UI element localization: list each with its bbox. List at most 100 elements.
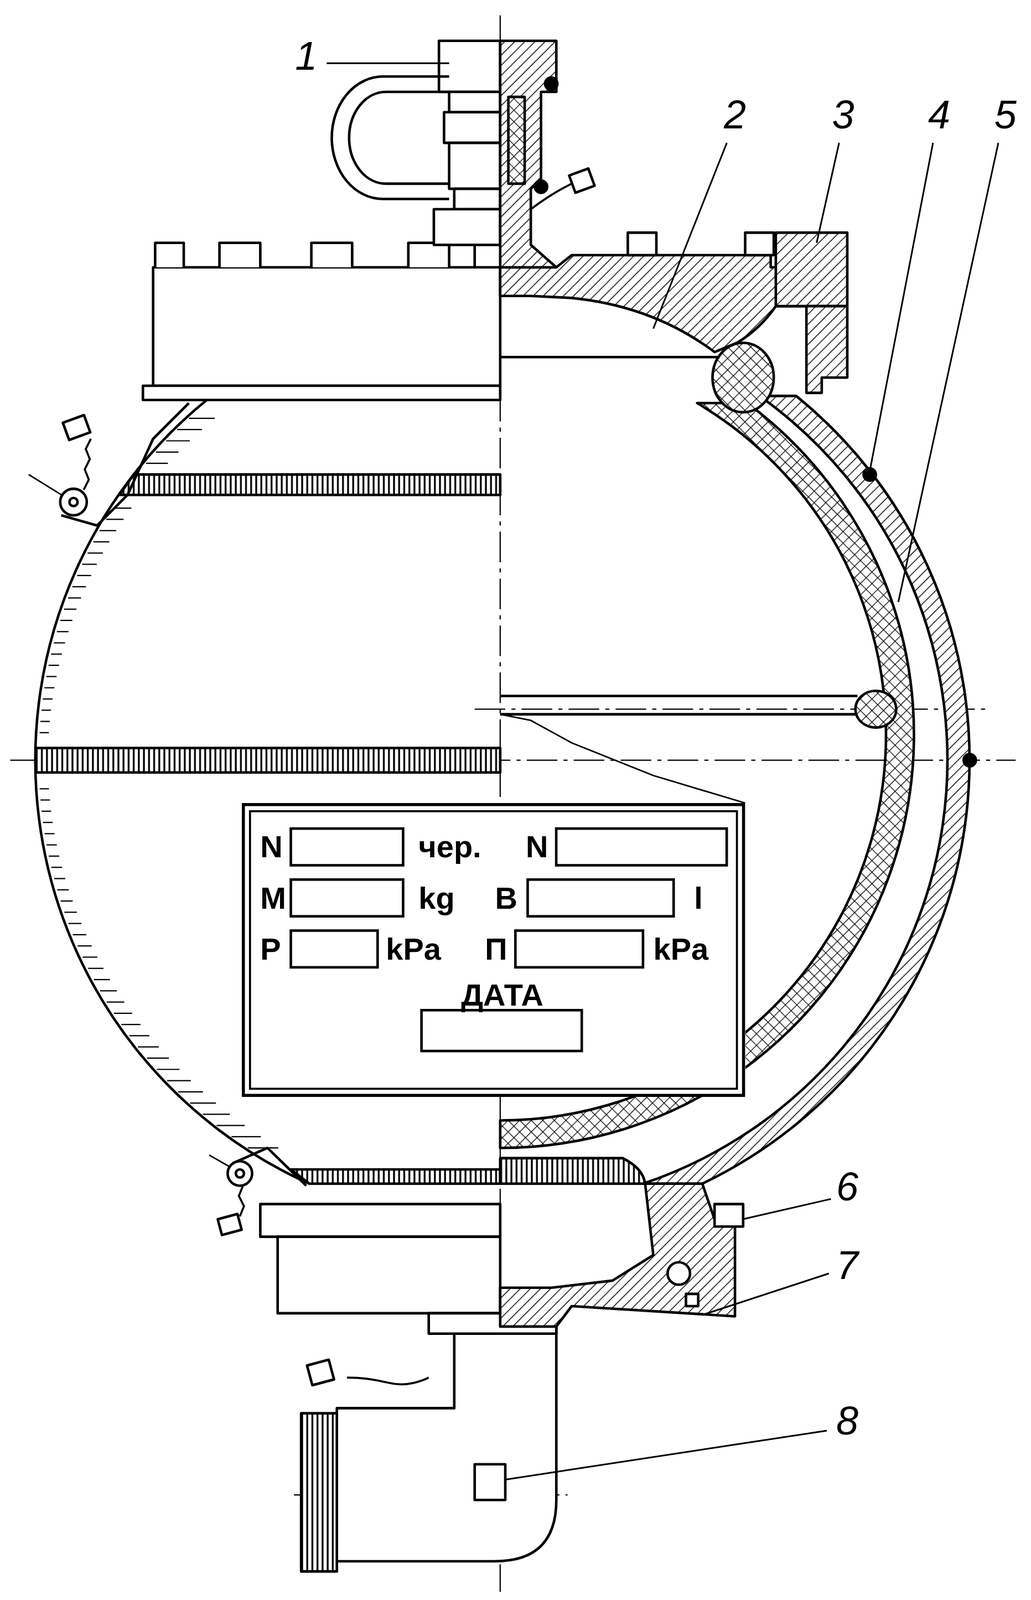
surface-shading (137, 1046, 159, 1048)
entry-field (527, 879, 675, 916)
plate-text: kg (418, 879, 455, 916)
callout-number: 6 (836, 1166, 859, 1207)
surface-shading (146, 462, 168, 464)
elbow-pipe (337, 1326, 557, 1562)
o-ring (667, 1262, 691, 1286)
section-view (500, 40, 977, 1327)
knurled-band (119, 474, 501, 495)
surface-shading (68, 922, 82, 924)
surface-shading (156, 451, 179, 453)
leader-lines (326, 63, 999, 1480)
surface-shading (100, 990, 117, 992)
lug-eye (60, 488, 87, 516)
surface-shading (76, 574, 91, 577)
surface-shading (93, 541, 110, 543)
callout-number: 4 (928, 94, 951, 135)
collar (142, 385, 501, 401)
plate-text: N (525, 829, 548, 865)
surface-shading (114, 1012, 133, 1014)
equator-band (35, 747, 501, 773)
valve-block (454, 188, 501, 210)
plate-text: N (260, 829, 283, 865)
valve-block (438, 40, 501, 92)
bottom-neck (277, 1236, 501, 1314)
surface-shading (188, 417, 215, 419)
seal-chain (83, 438, 91, 490)
surface-shading (147, 1057, 169, 1059)
flange-lip (806, 306, 848, 393)
surface-shading (129, 1034, 150, 1036)
entry-field (291, 930, 378, 968)
valve-handle (331, 76, 449, 199)
surface-shading (60, 900, 74, 902)
surface-shading (53, 641, 65, 644)
seal-chain (346, 1377, 429, 1385)
valve-body (500, 40, 557, 268)
surface-shading (46, 675, 57, 677)
plate-text: kPa (385, 930, 442, 967)
valve-block (449, 142, 501, 189)
entry-field (291, 828, 404, 865)
seal-tag (63, 415, 91, 440)
entry-field (421, 1009, 583, 1051)
surface-shading (82, 956, 98, 958)
surface-shading (167, 1079, 191, 1081)
surface-shading (203, 1113, 231, 1115)
plate-text: ДАТА (460, 976, 544, 1013)
surface-shading (81, 563, 97, 565)
surface-shading (42, 698, 53, 700)
surface-shading (177, 428, 202, 430)
lug-axis (28, 474, 64, 496)
weld-dot (545, 77, 558, 90)
surface-shading (48, 855, 60, 857)
surface-shading (41, 810, 51, 812)
bladder-bead (712, 343, 774, 413)
weld-dot (535, 180, 548, 193)
top-neck (153, 267, 501, 386)
leader-lines (869, 142, 934, 472)
callout-number: 7 (836, 1245, 859, 1286)
plate-text: P (260, 930, 281, 967)
leader-lines (704, 1273, 830, 1315)
break-line (500, 714, 746, 803)
surface-shading (189, 1102, 216, 1104)
surface-shading (166, 439, 190, 442)
surface-shading (64, 608, 77, 610)
leader-lines (816, 142, 840, 243)
leader-lines (653, 142, 728, 329)
callout-number: 1 (294, 35, 318, 76)
surface-shading (87, 967, 104, 970)
surface-shading (247, 1147, 279, 1149)
plate-text: M (260, 879, 287, 916)
surface-shading (57, 630, 69, 632)
surface-shading (43, 821, 54, 823)
seal-chain (239, 1185, 245, 1216)
valve-handle (349, 91, 450, 184)
seal-tag (568, 168, 595, 193)
surface-shading (51, 866, 63, 868)
name-plate: Nчер.NMkgBlPkPaПkPaДАТА (241, 802, 745, 1097)
surface-shading (73, 934, 87, 936)
seal-tag (217, 1213, 242, 1235)
surface-shading (44, 832, 55, 834)
flange-ring (775, 232, 848, 307)
top-cover (500, 255, 807, 352)
bolt-head (627, 232, 657, 256)
castellation (154, 242, 500, 268)
surface-shading (121, 1023, 141, 1025)
center-lines (9, 15, 1016, 1593)
lug-eye (227, 1161, 252, 1186)
bladder-bead (855, 690, 897, 728)
bottom-fitting (500, 1183, 735, 1327)
callout-number: 5 (994, 94, 1017, 135)
callout-number: 3 (832, 94, 855, 135)
plate-border (243, 804, 744, 1096)
lower-band (500, 1158, 646, 1184)
plate-text: чер. (418, 829, 481, 865)
surface-shading (40, 799, 50, 801)
lug-pin (235, 1169, 245, 1178)
lug-axis (209, 1154, 231, 1168)
surface-shading (44, 687, 55, 689)
surface-shading (72, 586, 86, 588)
